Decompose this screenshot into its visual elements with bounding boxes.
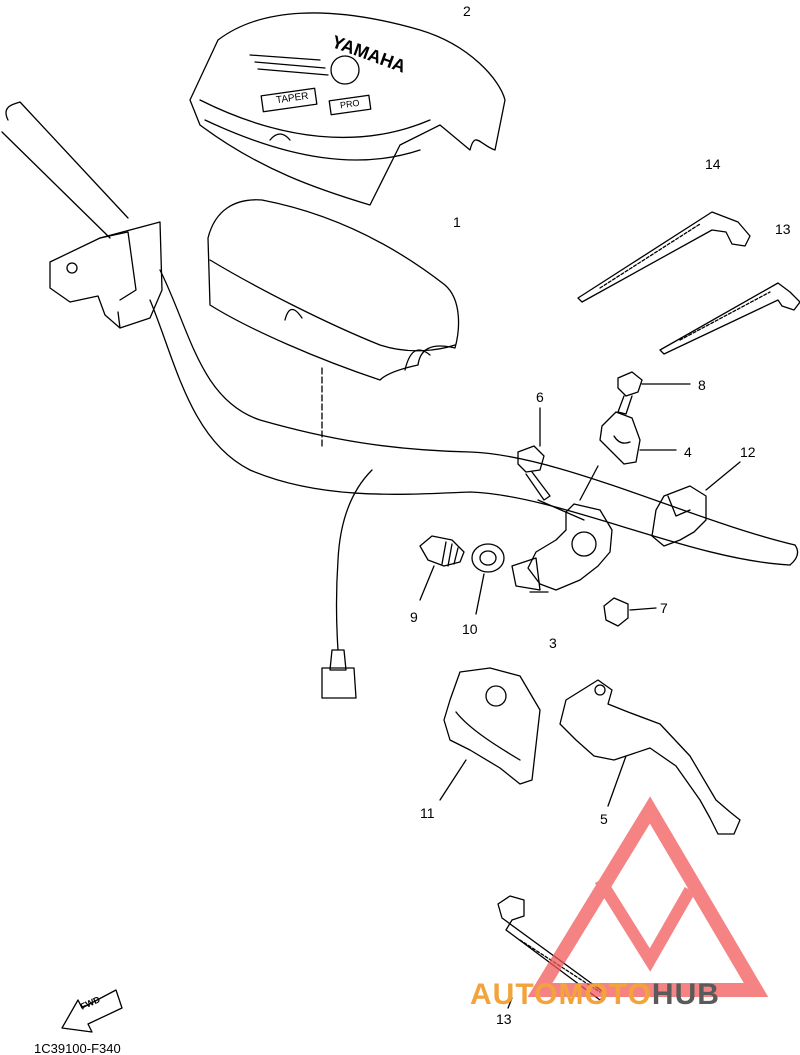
- bolt-8: [617, 371, 643, 415]
- clamp-4: [599, 411, 641, 465]
- bolt-6: [517, 445, 551, 501]
- callout-5: 5: [600, 811, 608, 827]
- lever-5: [559, 679, 741, 835]
- fwd-arrow: [61, 989, 123, 1033]
- watermark-text: AUTOMOTOHUB: [470, 980, 720, 1010]
- diagram-code: 1C39100-F340: [34, 1041, 121, 1055]
- callout-7: 7: [660, 600, 668, 616]
- callout-2: 2: [463, 3, 471, 19]
- lever-holder-3: [511, 503, 613, 593]
- adjuster-9: [419, 535, 465, 567]
- watermark-part-b: HUB: [651, 978, 720, 1011]
- nut-10: [471, 543, 505, 573]
- cable-tie-14: [577, 211, 751, 303]
- callout-9: 9: [410, 609, 418, 625]
- callout-13-bottom: 13: [496, 1011, 512, 1027]
- callout-6: 6: [536, 389, 544, 405]
- lever-cover-11: [443, 667, 541, 785]
- cable: [321, 469, 373, 699]
- callout-8: 8: [698, 377, 706, 393]
- callout-3: 3: [549, 635, 557, 651]
- cable-tie-13-top: [659, 282, 800, 355]
- pad-cover: [189, 12, 506, 206]
- callout-14: 14: [705, 156, 721, 172]
- watermark-part-a: AUTOMOTO: [470, 978, 652, 1011]
- handlebar: [1, 101, 799, 566]
- callout-10: 10: [462, 621, 478, 637]
- nut-7: [603, 597, 629, 627]
- callout-1: 1: [453, 214, 461, 230]
- callout-13-top: 13: [775, 221, 791, 237]
- left-clamp: [49, 221, 163, 329]
- perch-12: [651, 485, 707, 547]
- callout-11: 11: [420, 805, 435, 821]
- callout-4: 4: [684, 444, 692, 460]
- watermark-logo: [527, 796, 769, 997]
- bar-pad: [207, 199, 460, 381]
- callout-12: 12: [740, 444, 756, 460]
